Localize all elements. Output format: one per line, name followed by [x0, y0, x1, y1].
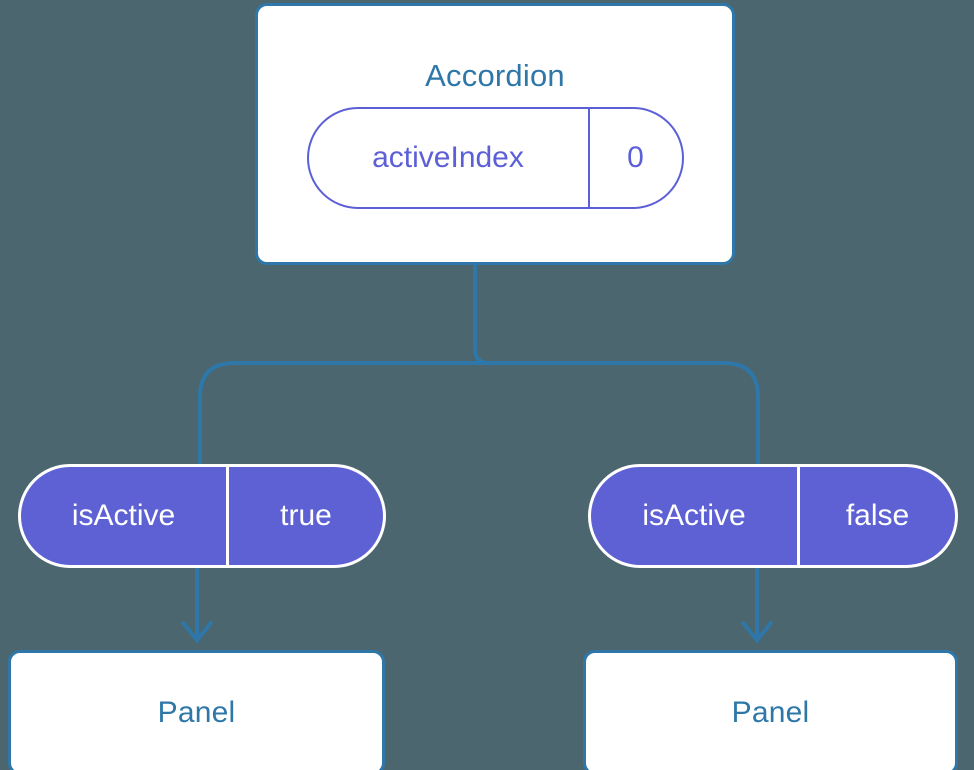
arrow-head-right-icon	[741, 621, 773, 642]
connector-stem-to-branch-junction	[473, 263, 491, 365]
panel-node-right[interactable]: Panel	[583, 650, 958, 770]
accordion-state-value: 0	[627, 140, 644, 174]
panel-node-left[interactable]: Panel	[8, 650, 385, 770]
prop-pill-left[interactable]: isActive true	[18, 464, 386, 568]
prop-pill-right[interactable]: isActive false	[588, 464, 958, 568]
connector-branch-left	[198, 361, 477, 466]
prop-pill-right-key: isActive	[591, 467, 800, 565]
connector-branch-right	[473, 361, 760, 466]
accordion-node-title: Accordion	[425, 57, 565, 93]
arrow-head-left-icon	[181, 621, 213, 642]
prop-pill-left-key: isActive	[21, 467, 229, 565]
accordion-state-pill[interactable]: activeIndex 0	[306, 106, 684, 209]
accordion-state-key: activeIndex	[309, 108, 590, 207]
panel-node-right-title: Panel	[731, 695, 810, 729]
prop-pill-left-value: true	[280, 499, 332, 532]
prop-pill-right-value: false	[845, 499, 910, 532]
accordion-component-node[interactable]: Accordion activeIndex 0	[255, 3, 735, 265]
panel-node-left-title: Panel	[157, 695, 236, 729]
